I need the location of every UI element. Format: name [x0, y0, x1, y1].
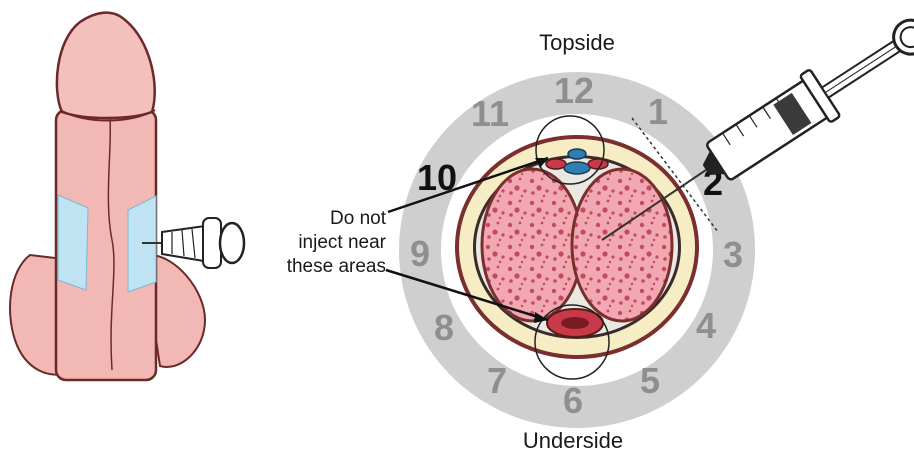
penis-side-illustration [10, 13, 244, 380]
clock-number-6: 6 [563, 380, 583, 421]
cross-section-diagram: 12 1 2 3 4 5 6 7 8 9 10 11 Topside Under… [399, 30, 755, 453]
clock-number-3: 3 [723, 234, 743, 275]
clock-number-11: 11 [471, 93, 509, 134]
topside-label: Topside [539, 30, 615, 55]
dorsal-artery-right [588, 159, 608, 169]
warning-line-2: inject near [298, 232, 386, 253]
urethra-lumen [561, 317, 589, 329]
clock-number-8: 8 [434, 307, 454, 348]
dorsal-artery-left [546, 159, 566, 169]
left-injection-zone [58, 195, 88, 290]
dorsal-vein [568, 149, 586, 159]
right-corpus [572, 169, 672, 321]
clock-number-5: 5 [640, 360, 660, 401]
warning-line-3: these areas [287, 256, 386, 277]
clock-number-4: 4 [696, 305, 716, 346]
clock-number-7: 7 [487, 360, 507, 401]
clock-number-1: 1 [648, 91, 668, 132]
glans-shape [57, 13, 155, 118]
dorsal-vein-lower [564, 162, 590, 174]
right-hand-shape [150, 255, 205, 367]
clock-number-12: 12 [554, 70, 594, 111]
warning-line-1: Do not [330, 208, 387, 229]
clock-number-9: 9 [410, 233, 430, 274]
underside-label: Underside [523, 428, 623, 453]
left-corpus [482, 169, 582, 321]
